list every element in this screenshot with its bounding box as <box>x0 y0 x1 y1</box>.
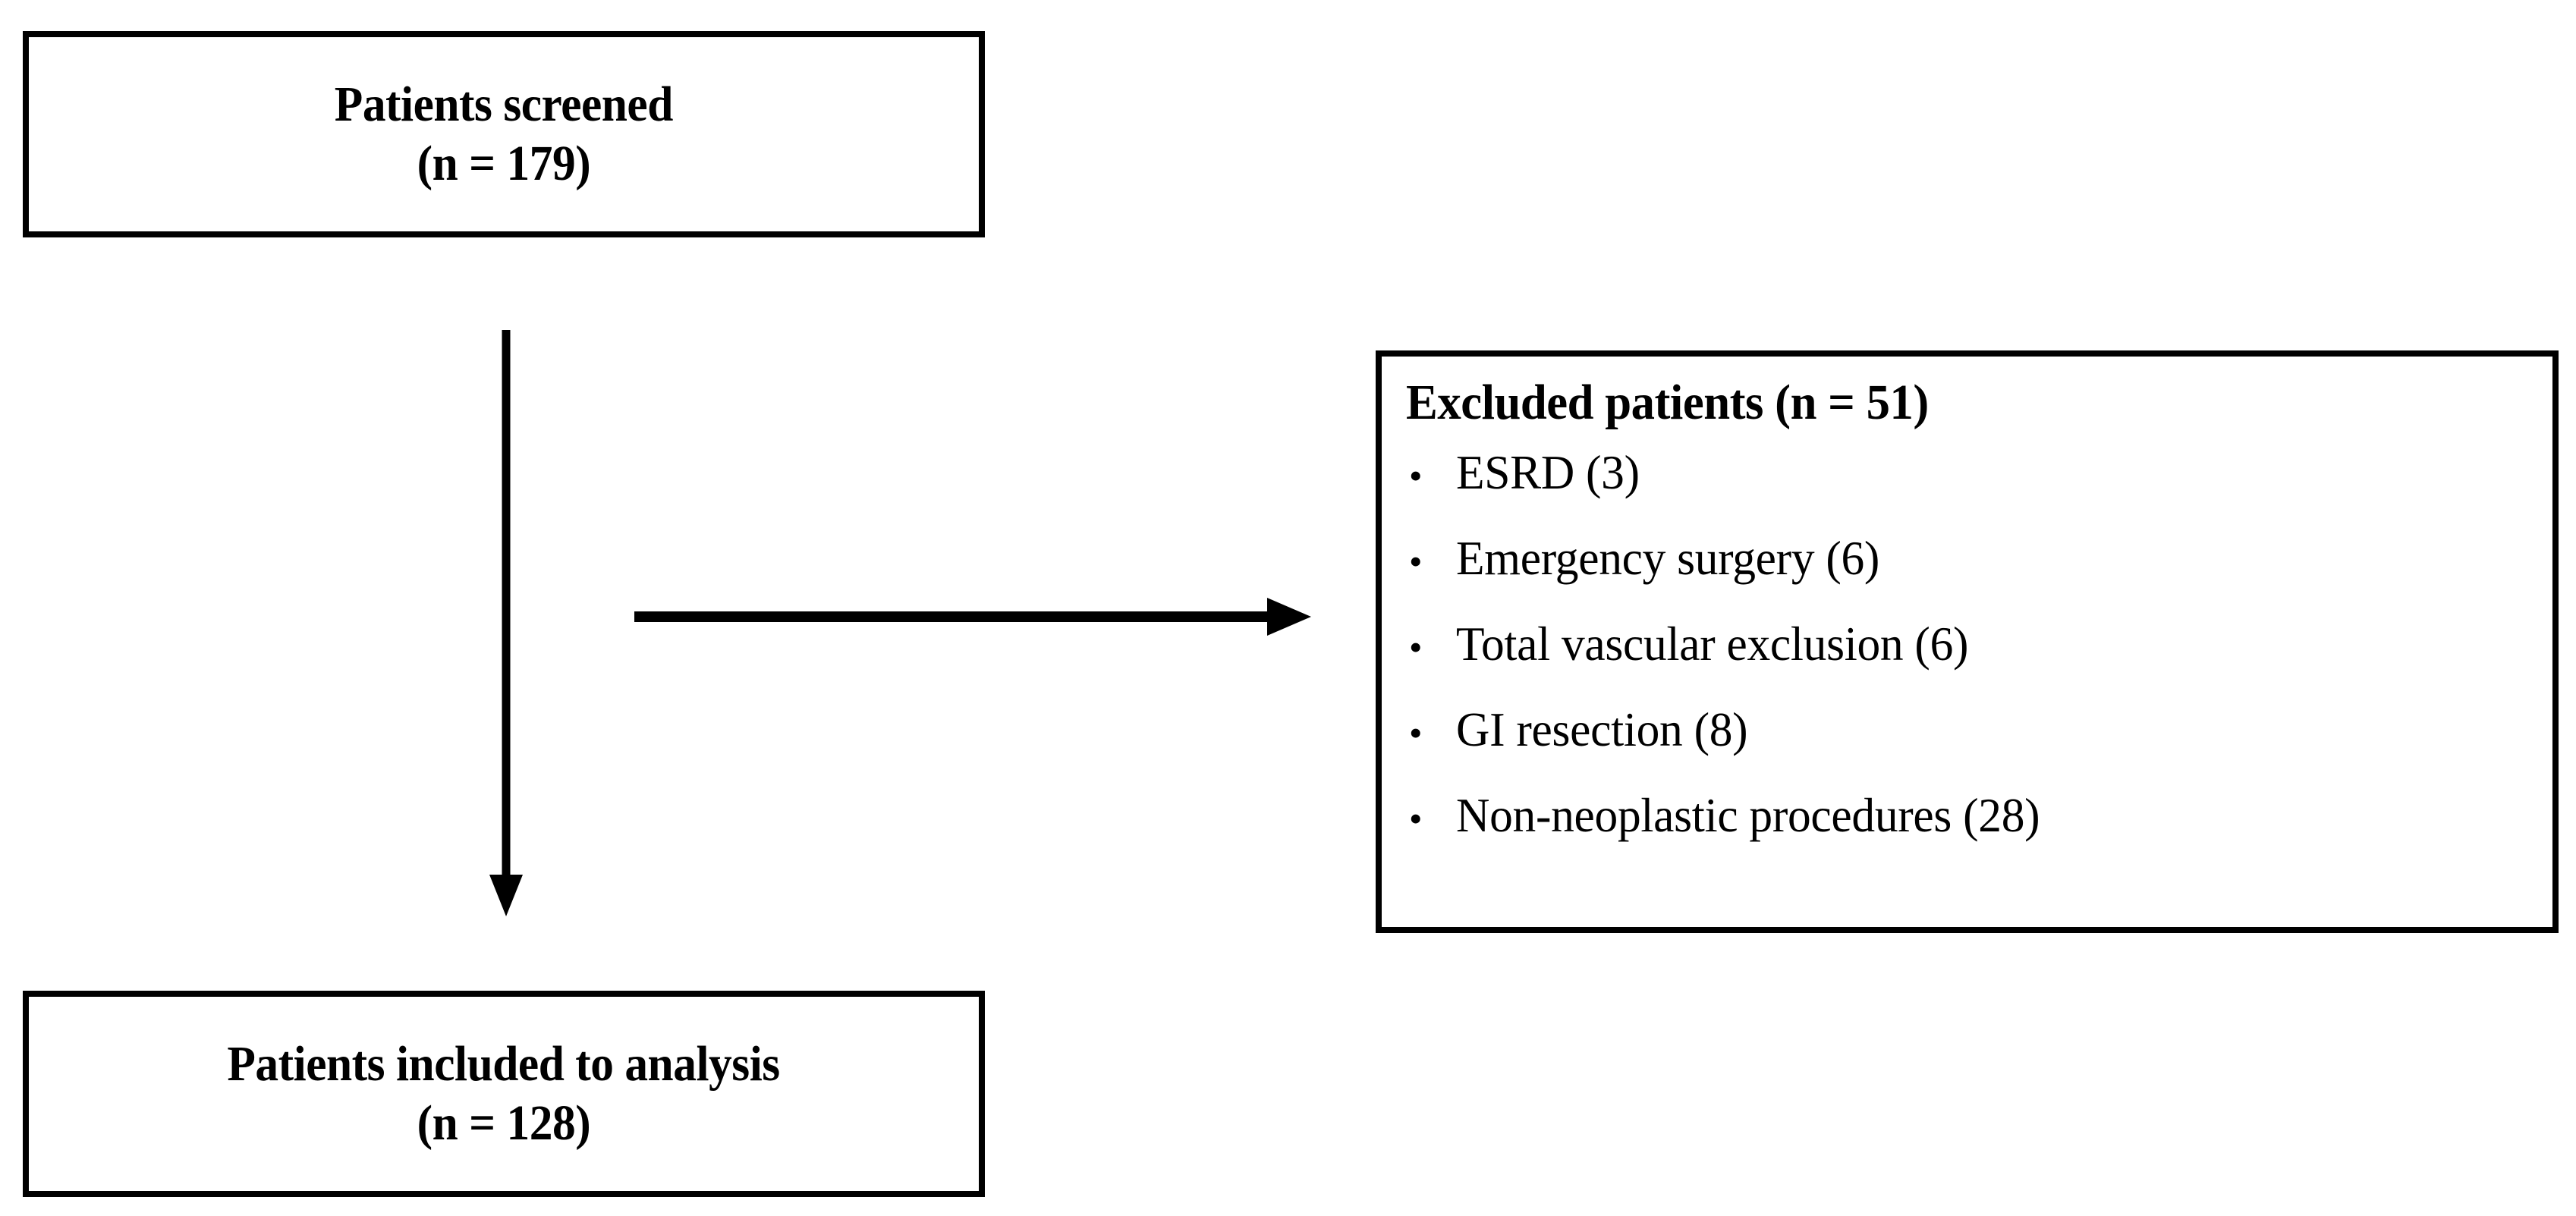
bullet-icon: • <box>1409 797 1423 840</box>
list-item: • ESRD (3) <box>1403 429 2539 515</box>
list-item: • Total vascular exclusion (6) <box>1403 601 2539 687</box>
excluded-reason-total-vascular-exclusion: Total vascular exclusion (6) <box>1456 617 1969 671</box>
excluded-reasons-list: • ESRD (3) • Emergency surgery (6) • Tot… <box>1403 429 2539 858</box>
bullet-icon: • <box>1409 626 1423 668</box>
arrow-right-icon <box>634 598 1311 636</box>
list-item: • GI resection (8) <box>1403 687 2539 772</box>
box-patients-included: Patients included to analysis (n = 128) <box>23 991 985 1197</box>
excluded-reason-emergency-surgery: Emergency surgery (6) <box>1456 531 1880 585</box>
excluded-patients-title: Excluded patients (n = 51) <box>1406 375 1929 430</box>
bullet-icon: • <box>1409 454 1423 497</box>
list-item: • Emergency surgery (6) <box>1403 515 2539 601</box>
excluded-reason-esrd: ESRD (3) <box>1456 445 1640 499</box>
list-item: • Non-neoplastic procedures (28) <box>1403 772 2539 858</box>
bullet-icon: • <box>1409 540 1423 583</box>
excluded-reason-non-neoplastic-procedures: Non-neoplastic procedures (28) <box>1456 788 2040 842</box>
box-excluded-patients: Excluded patients (n = 51) • ESRD (3) • … <box>1376 350 2559 933</box>
excluded-reason-gi-resection: GI resection (8) <box>1456 702 1748 756</box>
patients-included-label: Patients included to analysis <box>227 1036 781 1092</box>
box-patients-screened: Patients screened (n = 179) <box>23 31 985 237</box>
patients-included-count: (n = 128) <box>417 1095 591 1151</box>
patients-screened-label: Patients screened <box>334 77 674 133</box>
bullet-icon: • <box>1409 712 1423 754</box>
patients-screened-count: (n = 179) <box>417 136 591 191</box>
arrow-down-icon <box>489 330 523 916</box>
